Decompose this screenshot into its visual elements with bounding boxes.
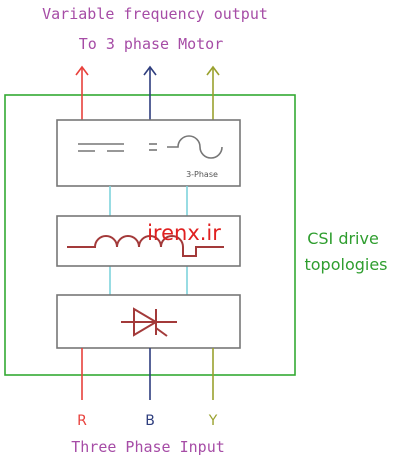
inductor-coil-icon xyxy=(67,235,224,257)
side-label-line1: CSI drive xyxy=(307,229,379,248)
thyristor-icon xyxy=(121,307,177,337)
input-lines xyxy=(81,348,214,400)
ac-sine-wave-icon xyxy=(167,135,223,159)
phase-label-r: R xyxy=(77,413,87,429)
side-label-line2: topologies xyxy=(304,255,387,274)
equals-sign-icon xyxy=(149,143,157,151)
input-title: Three Phase Input xyxy=(71,438,225,456)
inverter-block-frame xyxy=(56,119,241,187)
inductor-block xyxy=(56,215,241,267)
output-title: Variable frequency output xyxy=(42,5,268,23)
output-arrow-r xyxy=(75,65,89,120)
dc-link-connectors xyxy=(109,186,188,295)
inverter-block: 3-Phase xyxy=(56,119,241,187)
watermark: irenx.ir xyxy=(147,221,221,245)
dc-symbol-icon xyxy=(78,143,124,152)
inverter-caption: 3-Phase xyxy=(186,170,218,179)
output-arrow-b xyxy=(143,65,157,120)
output-arrow-y xyxy=(206,65,220,120)
rectifier-block xyxy=(56,294,241,349)
phase-label-y: Y xyxy=(208,413,218,429)
inductor-block-frame xyxy=(56,215,241,267)
output-subtitle: To 3 phase Motor xyxy=(79,35,224,53)
phase-label-b: B xyxy=(145,413,155,429)
output-arrows xyxy=(75,65,220,120)
